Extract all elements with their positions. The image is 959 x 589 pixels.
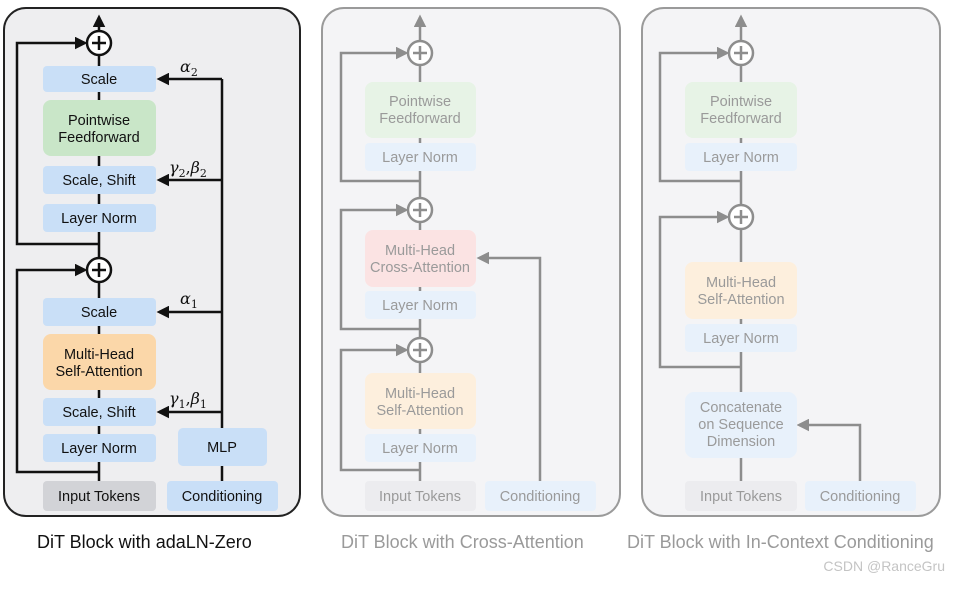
layer-norm-1-box: Layer Norm — [43, 434, 156, 462]
layer-norm-1-box: Layer Norm — [365, 434, 476, 462]
caption-adaln-zero: DiT Block with adaLN-Zero — [37, 532, 252, 552]
residual-add-2 — [727, 39, 755, 67]
attention-label-line1: Multi-Head — [64, 347, 134, 363]
self-attention-box: Multi-Head Self-Attention — [685, 262, 797, 319]
layer-norm-2-label: Layer Norm — [61, 211, 137, 227]
feedforward-label-line2: Feedforward — [700, 111, 781, 127]
panel-adaln-zero: Input Tokens Conditioning MLP Layer Norm… — [3, 7, 301, 517]
param-alpha2: α2 — [180, 57, 198, 79]
self-attention-label-line1: Multi-Head — [385, 386, 455, 402]
scale-1-box: Scale — [43, 298, 156, 326]
residual-add-2 — [85, 29, 113, 57]
residual-add-2 — [406, 196, 434, 224]
layer-norm-1-label: Layer Norm — [703, 331, 779, 347]
param-gamma2-beta2: γ2,β2 — [169, 158, 207, 180]
feedforward-label-line1: Pointwise — [710, 94, 772, 110]
cross-attention-label-line2: Cross-Attention — [370, 260, 470, 276]
conditioning-box: Conditioning — [805, 481, 916, 511]
self-attention-label-line2: Self-Attention — [697, 292, 784, 308]
watermark: CSDN @RanceGru — [823, 558, 945, 574]
panel-cross-connections — [339, 14, 542, 481]
self-attention-box: Multi-Head Self-Attention — [365, 373, 476, 429]
scale-2-box: Scale — [43, 66, 156, 92]
scale-1-label: Scale — [81, 305, 117, 321]
feedforward-box: Pointwise Feedforward — [365, 82, 476, 138]
residual-add-1 — [727, 203, 755, 231]
layer-norm-3-label: Layer Norm — [382, 150, 458, 166]
concatenate-box: Concatenate on Sequence Dimension — [685, 392, 797, 458]
cross-attention-box: Multi-Head Cross-Attention — [365, 230, 476, 287]
self-attention-label-line2: Self-Attention — [376, 403, 463, 419]
scale-shift-2-box: Scale, Shift — [43, 166, 156, 194]
cross-attention-label-line1: Multi-Head — [385, 243, 455, 259]
input-tokens-label: Input Tokens — [379, 489, 461, 505]
panel-adaln-connections — [15, 14, 224, 482]
conditioning-label: Conditioning — [182, 489, 263, 505]
input-tokens-label: Input Tokens — [58, 489, 140, 505]
feedforward-box: Pointwise Feedforward — [43, 100, 156, 156]
mlp-label: MLP — [207, 440, 237, 456]
panel-cross-attention: Input Tokens Conditioning Layer Norm Mul… — [321, 7, 621, 517]
feedforward-label-line2: Feedforward — [379, 111, 460, 127]
conditioning-label: Conditioning — [820, 489, 901, 505]
layer-norm-2-label: Layer Norm — [382, 298, 458, 314]
panel-in-context: Input Tokens Conditioning Concatenate on… — [641, 7, 941, 517]
layer-norm-2-box: Layer Norm — [43, 204, 156, 232]
concatenate-label-line3: Dimension — [707, 434, 776, 450]
layer-norm-1-box: Layer Norm — [685, 324, 797, 352]
scale-shift-1-label: Scale, Shift — [62, 405, 135, 421]
layer-norm-1-label: Layer Norm — [61, 441, 137, 457]
feedforward-box: Pointwise Feedforward — [685, 82, 797, 138]
layer-norm-2-label: Layer Norm — [703, 150, 779, 166]
param-alpha1: α1 — [180, 289, 198, 311]
layer-norm-1-label: Layer Norm — [382, 441, 458, 457]
layer-norm-2-box: Layer Norm — [685, 143, 797, 171]
self-attention-label-line1: Multi-Head — [706, 275, 776, 291]
layer-norm-3-box: Layer Norm — [365, 143, 476, 171]
input-tokens-box: Input Tokens — [365, 481, 476, 511]
feedforward-label-line2: Feedforward — [58, 130, 139, 146]
mlp-box: MLP — [178, 428, 267, 466]
input-tokens-label: Input Tokens — [700, 489, 782, 505]
feedforward-label-line1: Pointwise — [389, 94, 451, 110]
conditioning-label: Conditioning — [500, 489, 581, 505]
conditioning-box: Conditioning — [485, 481, 596, 511]
param-gamma1-beta1: γ1,β1 — [169, 389, 207, 411]
attention-label-line2: Self-Attention — [55, 364, 142, 380]
residual-add-1 — [85, 256, 113, 284]
layer-norm-2-box: Layer Norm — [365, 291, 476, 319]
feedforward-label-line1: Pointwise — [68, 113, 130, 129]
self-attention-box: Multi-Head Self-Attention — [43, 334, 156, 390]
concatenate-label-line1: Concatenate — [700, 400, 782, 416]
residual-add-1 — [406, 336, 434, 364]
concatenate-label-line2: on Sequence — [698, 417, 783, 433]
panel-incontext-connections — [658, 14, 862, 481]
conditioning-box: Conditioning — [167, 481, 278, 511]
scale-shift-2-label: Scale, Shift — [62, 173, 135, 189]
input-tokens-box: Input Tokens — [685, 481, 797, 511]
input-tokens-box: Input Tokens — [43, 481, 156, 511]
scale-shift-1-box: Scale, Shift — [43, 398, 156, 426]
residual-add-3 — [406, 39, 434, 67]
scale-2-label: Scale — [81, 72, 117, 88]
caption-cross-attention: DiT Block with Cross-Attention — [341, 532, 584, 552]
caption-in-context: DiT Block with In-Context Conditioning — [627, 532, 934, 552]
